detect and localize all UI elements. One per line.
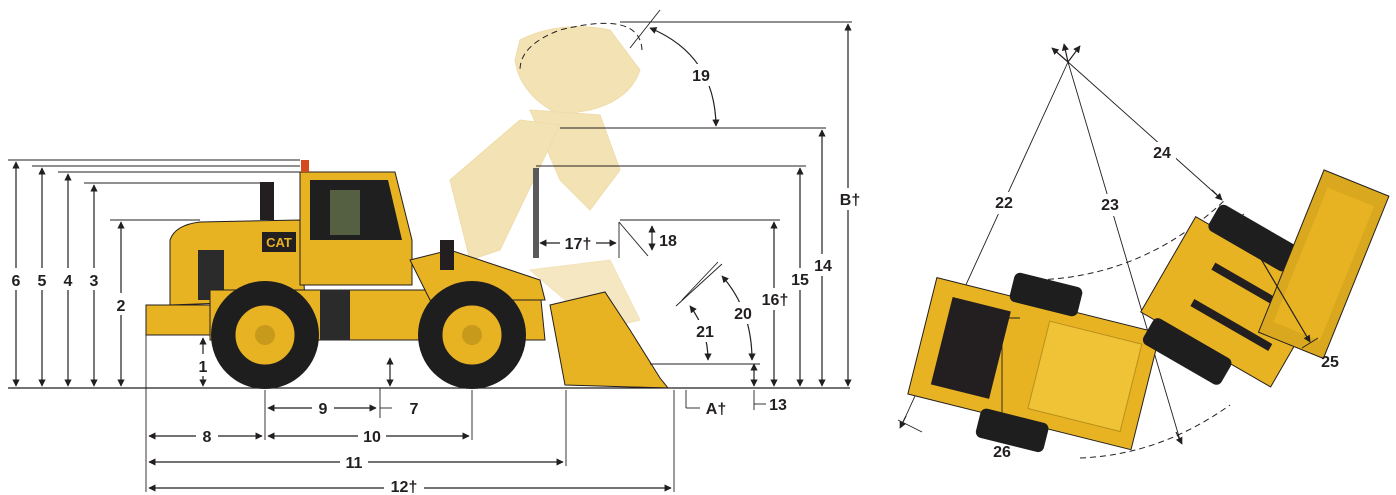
dim-label-9: 9 — [319, 401, 328, 418]
dim-label-B: B† — [840, 192, 860, 209]
rear-counterweight — [145, 304, 217, 336]
dim-label-13: 13 — [769, 397, 787, 414]
rear-wheel — [211, 281, 319, 389]
dim-label-6: 6 — [12, 273, 21, 290]
dim-label-4: 4 — [64, 273, 73, 290]
bucket — [549, 291, 670, 389]
dim-label-14: 14 — [814, 258, 832, 275]
dim-label-22: 22 — [995, 195, 1013, 212]
dim-label-19: 19 — [692, 68, 710, 85]
dim-label-21: 21 — [696, 324, 714, 341]
top-view: 22 23 24 25 26 — [897, 43, 1390, 461]
dim-label-15: 15 — [791, 272, 809, 289]
dim-label-12: 12† — [391, 479, 418, 495]
raised-bucket-ghost — [449, 26, 641, 331]
dim-label-16: 16† — [762, 292, 789, 309]
turn-line-24 — [1067, 61, 1219, 197]
dim-label-1: 1 — [199, 359, 208, 376]
dim-label-20: 20 — [734, 306, 752, 323]
turn-line-23 — [1067, 61, 1181, 441]
raised-bucket-outline — [519, 22, 643, 71]
turn-arc-inner — [1079, 404, 1231, 459]
cat-logo-text: CAT — [266, 235, 292, 250]
cat-logo-plate — [262, 232, 296, 252]
dim-label-23: 23 — [1101, 197, 1119, 214]
boom-post — [533, 168, 539, 258]
dim-label-11: 11 — [346, 455, 363, 472]
dim-line-25 — [1237, 219, 1311, 343]
operator-seat — [330, 190, 360, 235]
articulation-hitch — [320, 290, 350, 340]
dim-label-8: 8 — [203, 429, 212, 446]
dim-label-10: 10 — [363, 429, 381, 446]
rear-chassis — [907, 272, 1161, 453]
dim-label-24: 24 — [1153, 145, 1171, 162]
dim-label-7: 7 — [410, 401, 419, 418]
dim-label-25: 25 — [1321, 354, 1339, 371]
dim-label-17: 17† — [565, 236, 592, 253]
dim-label-5: 5 — [38, 273, 47, 290]
dim-label-2: 2 — [117, 298, 126, 315]
exhaust-stack — [260, 182, 274, 220]
dim-label-18: 18 — [659, 233, 677, 250]
front-wheel — [418, 281, 526, 389]
dim-label-26: 26 — [993, 444, 1011, 461]
dim-label-3: 3 — [90, 273, 99, 290]
beacon-light — [301, 160, 309, 172]
side-view: CAT — [8, 9, 862, 495]
dim-label-A: A† — [706, 401, 726, 418]
lift-cylinder — [440, 240, 454, 270]
